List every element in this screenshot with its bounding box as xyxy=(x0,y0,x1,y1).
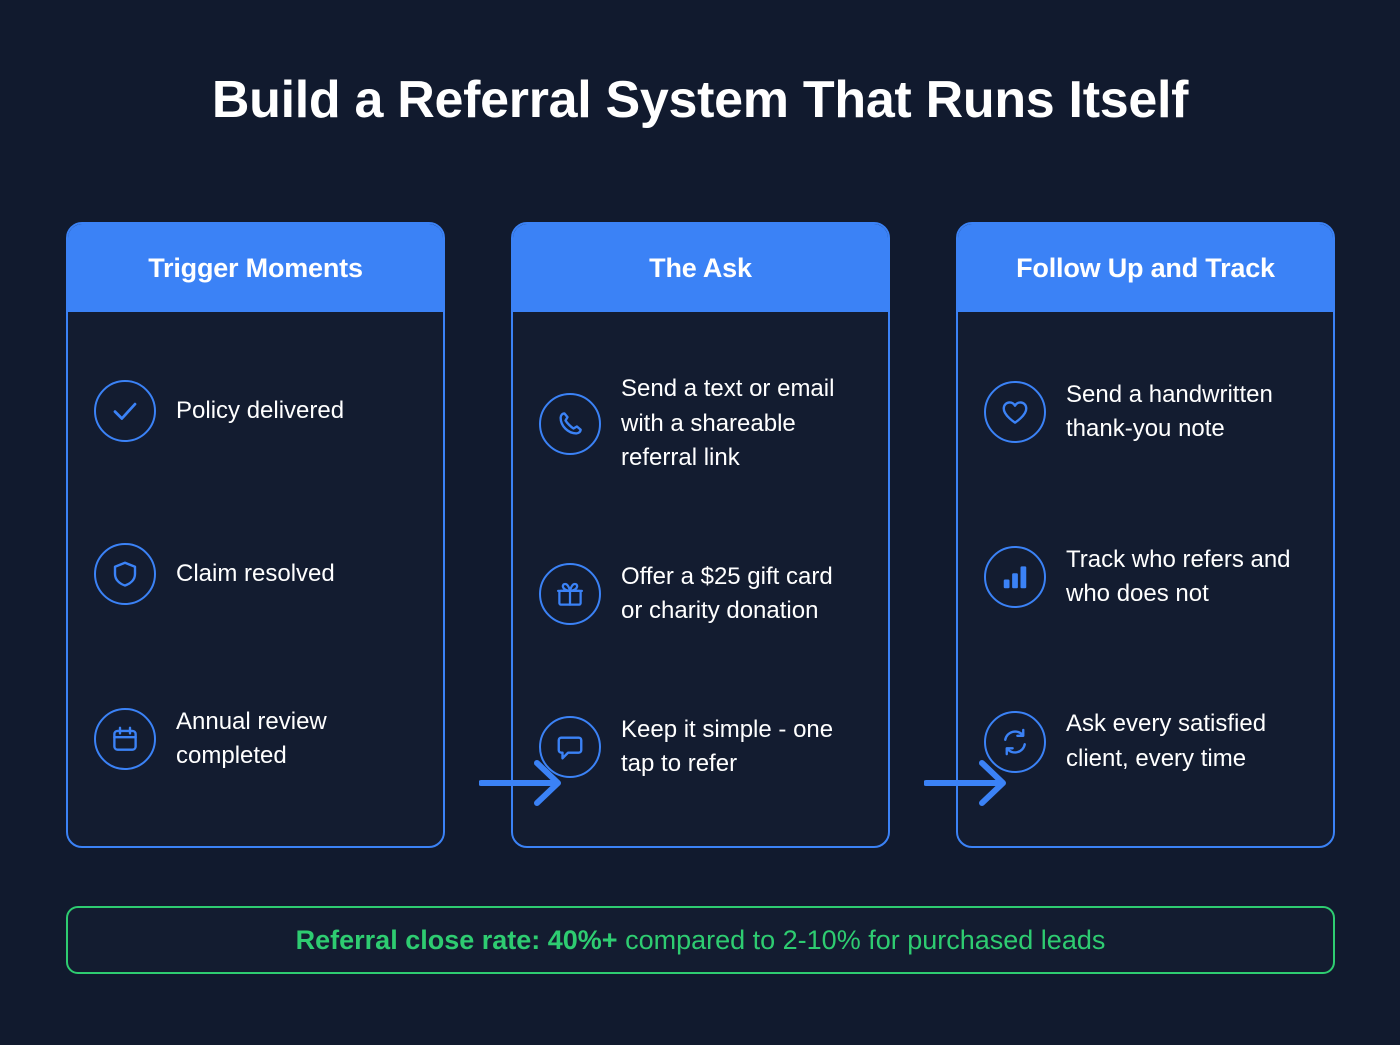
list-item-label: Send a handwritten thank-you note xyxy=(1066,381,1273,443)
calendar-icon xyxy=(94,708,156,771)
card-header-trigger-moments: Trigger Moments xyxy=(68,224,443,312)
list-item-label: Claim resolved xyxy=(176,559,335,587)
list-item-label: Track who refers and who does not xyxy=(1066,545,1291,607)
stat-banner-text: Referral close rate: 40%+ compared to 2-… xyxy=(296,925,1106,956)
card-header-title: Follow Up and Track xyxy=(1016,252,1275,283)
stat-banner-rest: compared to 2-10% for purchased leads xyxy=(617,924,1106,955)
shield-icon xyxy=(94,542,156,605)
list-item-label: Send a text or email with a shareable re… xyxy=(621,375,835,471)
list-item: Track who refers and who does not xyxy=(984,543,1307,612)
list-item: Policy delivered xyxy=(94,380,417,443)
check-circle-icon xyxy=(94,380,156,443)
page-title: Build a Referral System That Runs Itself xyxy=(211,71,1189,129)
list-item: Send a text or email with a shareable re… xyxy=(539,372,862,475)
bar-chart-icon xyxy=(984,545,1046,608)
process-columns: Trigger Moments Policy delivered Claim r… xyxy=(66,222,1335,848)
list-item-label: Annual review completed xyxy=(176,708,327,770)
gift-icon xyxy=(539,563,601,626)
list-item: Offer a $25 gift card or charity donatio… xyxy=(539,560,862,629)
list-item-label: Offer a $25 gift card or charity donatio… xyxy=(621,562,833,625)
arrow-right-icon-1 xyxy=(479,756,567,810)
list-item-label: Ask every satisfied client, every time xyxy=(1066,710,1267,772)
heart-icon xyxy=(984,381,1046,444)
card-header-title: The Ask xyxy=(649,252,752,283)
list-item: Claim resolved xyxy=(94,542,417,605)
arrow-right-icon-2 xyxy=(924,756,1012,810)
card-the-ask: The Ask Send a text or email with a shar… xyxy=(511,222,890,848)
card-follow-up-and-track: Follow Up and Track Send a handwritten t… xyxy=(956,222,1335,848)
card-body-trigger-moments: Policy delivered Claim resolved xyxy=(68,312,443,846)
card-trigger-moments: Trigger Moments Policy delivered Claim r… xyxy=(66,222,445,848)
phone-icon xyxy=(539,392,601,455)
card-body-follow-up-and-track: Send a handwritten thank-you note Track … xyxy=(958,312,1333,846)
card-header-the-ask: The Ask xyxy=(513,224,888,312)
refresh-cycle-icon xyxy=(984,710,1046,773)
list-item-label: Keep it simple - one tap to refer xyxy=(621,716,834,778)
card-header-title: Trigger Moments xyxy=(148,252,363,283)
list-item: Annual review completed xyxy=(94,705,417,774)
list-item: Keep it simple - one tap to refer xyxy=(539,713,862,782)
card-body-the-ask: Send a text or email with a shareable re… xyxy=(513,312,888,846)
list-item: Ask every satisfied client, every time xyxy=(984,707,1307,776)
stat-banner-highlight: Referral close rate: 40%+ xyxy=(295,924,618,955)
chat-bubble-icon xyxy=(539,716,601,779)
card-header-follow-up-and-track: Follow Up and Track xyxy=(958,224,1333,312)
stat-banner: Referral close rate: 40%+ compared to 2-… xyxy=(66,906,1335,974)
list-item: Send a handwritten thank-you note xyxy=(984,378,1307,447)
list-item-label: Policy delivered xyxy=(176,397,345,425)
